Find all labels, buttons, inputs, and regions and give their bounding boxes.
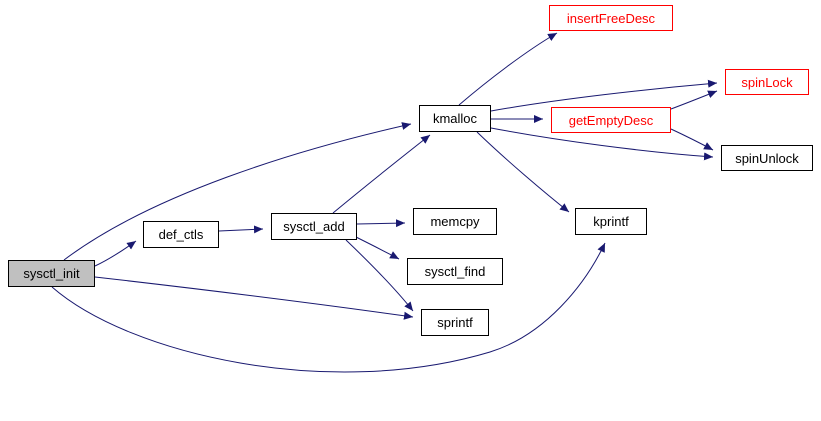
node-label-kprintf: kprintf (593, 214, 629, 229)
node-label-sprintf: sprintf (437, 315, 473, 330)
node-spinLock[interactable]: spinLock (725, 69, 809, 95)
edge-sysctl_add-to-sprintf (345, 239, 414, 312)
edge-kmalloc-to-kprintf (476, 131, 570, 213)
edge-sysctl_add-to-memcpy (356, 219, 406, 228)
node-sysctl_find[interactable]: sysctl_find (407, 258, 503, 285)
node-insertFreeDesc[interactable]: insertFreeDesc (549, 5, 673, 31)
node-label-def_ctls: def_ctls (158, 227, 204, 242)
node-label-spinLock: spinLock (741, 74, 793, 90)
node-label-sysctl_init: sysctl_init (23, 266, 80, 281)
node-memcpy[interactable]: memcpy (413, 208, 497, 235)
edge-getEmptyDesc-to-spinUnlock (670, 128, 714, 151)
node-kmalloc[interactable]: kmalloc (419, 105, 491, 132)
node-spinUnlock[interactable]: spinUnlock (721, 145, 813, 171)
edge-sysctl_add-to-sysctl_find (355, 236, 400, 260)
node-label-sysctl_add: sysctl_add (283, 219, 345, 234)
node-sysctl_add[interactable]: sysctl_add (271, 213, 357, 240)
edge-getEmptyDesc-to-spinLock (670, 90, 718, 110)
node-label-getEmptyDesc: getEmptyDesc (568, 112, 654, 128)
node-label-kmalloc: kmalloc (432, 111, 478, 126)
edge-sysctl_init-to-kprintf (51, 242, 606, 373)
node-label-insertFreeDesc: insertFreeDesc (566, 10, 656, 26)
edge-kmalloc-to-spinLock (490, 79, 718, 112)
edge-kmalloc-to-spinUnlock (490, 127, 714, 161)
node-label-spinUnlock: spinUnlock (735, 150, 799, 166)
edge-def_ctls-to-sysctl_add (218, 225, 264, 234)
edge-sysctl_init-to-kmalloc (63, 122, 412, 261)
node-def_ctls[interactable]: def_ctls (143, 221, 219, 248)
edge-sysctl_add-to-kmalloc (332, 134, 431, 214)
edge-sysctl_init-to-sprintf (94, 276, 414, 320)
edge-kmalloc-to-insertFreeDesc (458, 32, 558, 106)
node-sprintf[interactable]: sprintf (421, 309, 489, 336)
node-sysctl_init: sysctl_init (8, 260, 95, 287)
node-label-memcpy: memcpy (430, 214, 480, 229)
edge-sysctl_init-to-def_ctls (94, 240, 137, 267)
node-getEmptyDesc[interactable]: getEmptyDesc (551, 107, 671, 133)
node-label-sysctl_find: sysctl_find (424, 264, 486, 279)
node-kprintf[interactable]: kprintf (575, 208, 647, 235)
